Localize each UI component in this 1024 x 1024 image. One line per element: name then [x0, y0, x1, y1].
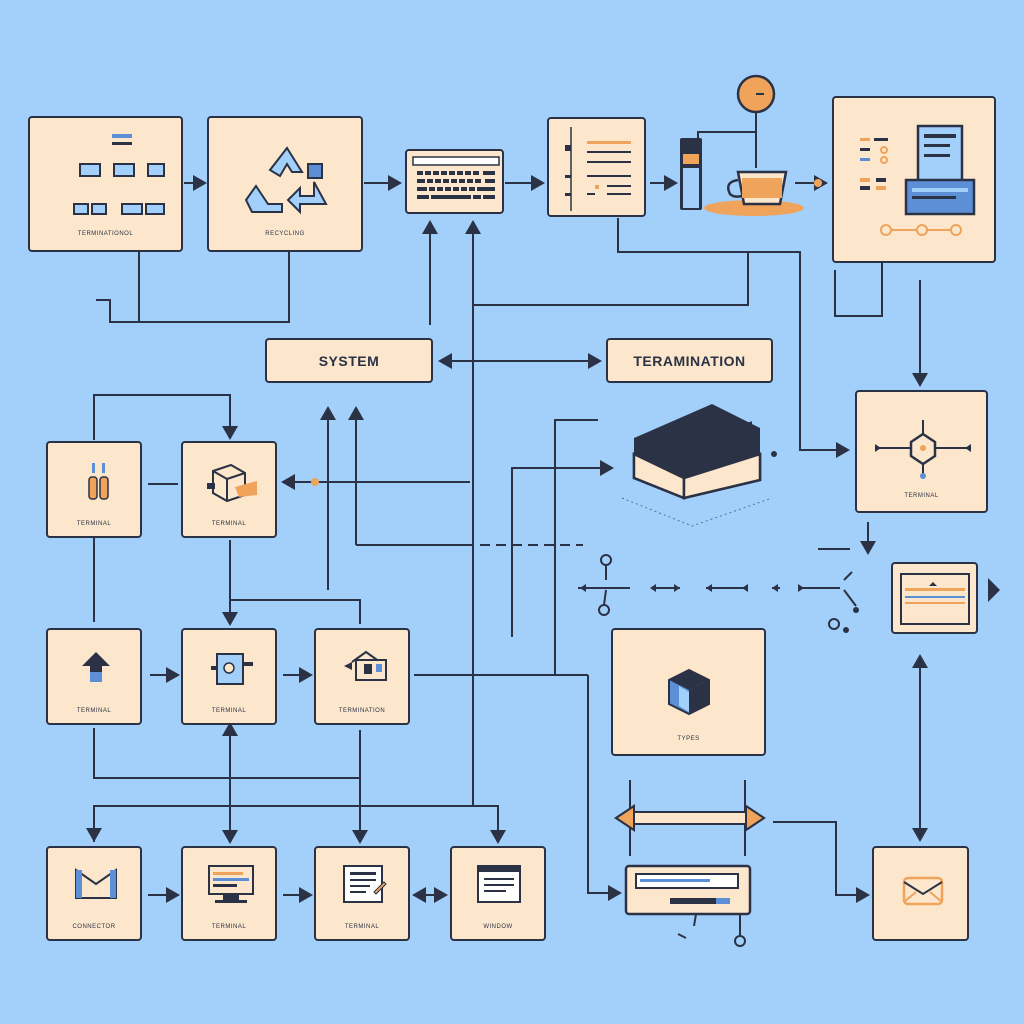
document-icon — [211, 653, 253, 685]
up-arrow-icon — [82, 652, 110, 682]
window-icon — [477, 865, 521, 903]
test-tubes-icon — [88, 463, 109, 500]
node-caption: TERMINAL — [76, 707, 112, 714]
node-caption: TERMINATION — [338, 707, 386, 714]
monitor-right-node[interactable] — [891, 562, 978, 634]
node-caption: TERMINATIONOL — [77, 230, 134, 237]
cube-node[interactable]: TYPES — [611, 628, 766, 756]
node-caption: CONNECTOR — [72, 923, 116, 930]
house-icon — [344, 650, 387, 681]
coffee-cup-icon — [704, 170, 804, 216]
input-strip-device[interactable] — [622, 862, 758, 952]
keyboard-icon — [412, 156, 500, 199]
node-caption: RECYCLING — [265, 230, 305, 237]
checklist-icon — [565, 127, 631, 211]
clock-icon — [697, 74, 776, 168]
connector-icon — [75, 868, 117, 899]
top-hierarchy-node[interactable]: TERMINATIONOL — [28, 116, 183, 252]
test-tube-node[interactable]: TERMINAL — [46, 441, 142, 538]
window-node[interactable]: WINDOW — [450, 846, 546, 941]
cube-icon — [668, 668, 710, 716]
double-arrow-icon[interactable] — [612, 800, 768, 836]
system-label[interactable]: SYSTEM — [265, 338, 433, 383]
battery-coffee-group — [680, 74, 804, 216]
node-caption: TERMINAL — [76, 520, 112, 527]
envelope-node[interactable] — [872, 846, 969, 941]
termination-label[interactable]: TERAMINATION — [606, 338, 773, 383]
node-caption: TERMINAL — [344, 923, 380, 930]
box-icon — [207, 463, 257, 503]
house-node[interactable]: TERMINATION — [314, 628, 410, 725]
recycle-icon — [244, 146, 328, 215]
hierarchy-icon — [73, 134, 165, 215]
server-device-icon[interactable] — [612, 398, 802, 528]
monitor-icon — [208, 865, 254, 903]
dashboard-node[interactable] — [832, 96, 996, 263]
keyboard-node[interactable] — [405, 149, 504, 214]
box-node[interactable]: TERMINAL — [181, 441, 277, 538]
network-hub-node[interactable]: TERMINAL — [855, 390, 988, 513]
mini-flow — [580, 554, 859, 633]
connector-node[interactable]: CONNECTOR — [46, 846, 142, 941]
envelope-icon — [902, 876, 944, 906]
notepad-icon — [343, 865, 387, 903]
monitor-icon — [900, 573, 970, 625]
top-recycle-node[interactable]: RECYCLING — [207, 116, 363, 252]
upload-node[interactable]: TERMINAL — [46, 628, 142, 725]
monitor-node[interactable]: TERMINAL — [181, 846, 277, 941]
notepad-node[interactable]: TERMINAL — [314, 846, 410, 941]
checklist-node[interactable] — [547, 117, 646, 217]
document-node[interactable]: TERMINAL — [181, 628, 277, 725]
network-node-icon — [875, 420, 971, 479]
node-caption: TYPES — [677, 735, 700, 742]
node-caption: WINDOW — [483, 923, 513, 930]
node-caption: TERMINAL — [211, 520, 247, 527]
node-caption: TERMINAL — [904, 493, 939, 500]
dashboard-icon — [860, 124, 976, 236]
battery-icon — [680, 138, 702, 210]
node-caption: TERMINAL — [211, 707, 247, 714]
play-arrow-icon[interactable] — [986, 576, 1002, 604]
node-caption: TERMINAL — [211, 923, 247, 930]
